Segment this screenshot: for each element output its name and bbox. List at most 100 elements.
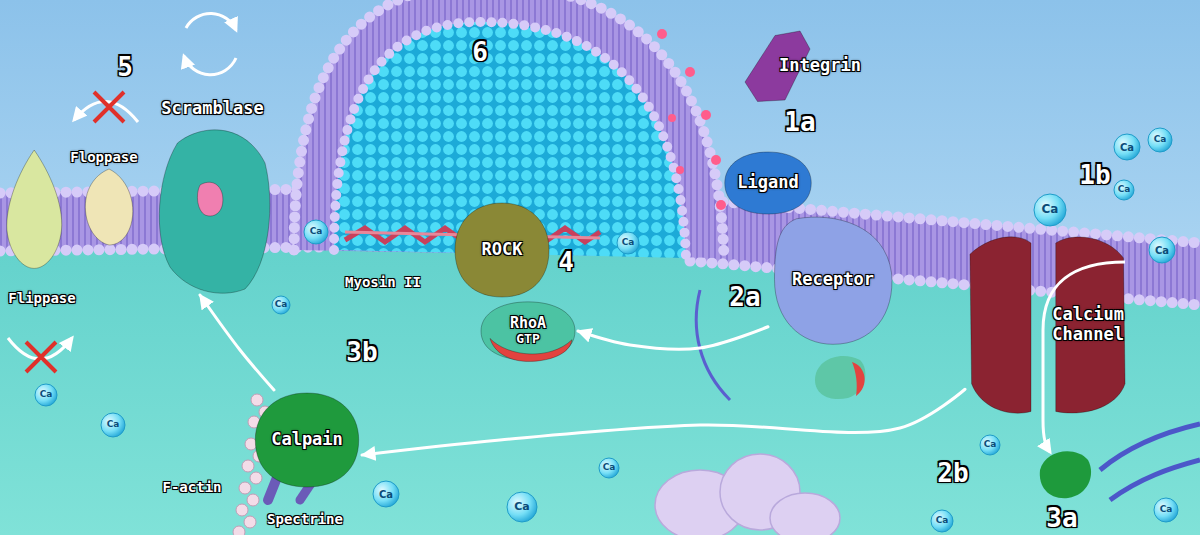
node-label: Floppase (70, 149, 137, 165)
calcium-ion (931, 510, 953, 532)
ion-label: Ca (40, 390, 53, 400)
node-label: Calpain (271, 430, 343, 450)
actin-bead (242, 460, 254, 472)
lipid-head (711, 155, 721, 165)
label-holder: Ca (984, 440, 997, 450)
label-holder: 3b (346, 338, 377, 367)
vesicles (655, 454, 840, 535)
protein-shape (3, 150, 81, 310)
calcium-ion (373, 481, 399, 507)
cycle-arrow (184, 56, 236, 75)
protein-outline (159, 130, 270, 293)
node-label: Integrin (779, 56, 861, 76)
node-label: Scramblase (161, 99, 263, 119)
protein-outline (7, 150, 62, 268)
label-holder: Ca (1118, 185, 1131, 195)
ion-label: Ca (275, 300, 288, 310)
calcium-ion (599, 458, 619, 478)
actin-bead (233, 526, 245, 535)
ion-label: Ca (1160, 505, 1173, 515)
ion-label: Ca (603, 463, 616, 473)
part-label: F-actin (162, 480, 221, 495)
actin-bead (236, 504, 248, 516)
callout-number: 3a (1046, 504, 1077, 533)
calcium-channel: Calcium Channel (965, 232, 1130, 417)
node-label: GTP (516, 332, 539, 347)
protein-outline (725, 152, 811, 214)
flippase-protein: Flippase (3, 150, 81, 310)
vesicle (770, 493, 840, 535)
calcium-ion (1154, 498, 1178, 522)
g-protein-gtp (852, 362, 865, 396)
node-label: RhoA (510, 315, 546, 332)
label-holder: Myosin II (345, 275, 421, 290)
label-holder: Spectrine (267, 512, 343, 527)
ion-label: Ca (1155, 245, 1169, 256)
label-holder: 1b (1079, 161, 1110, 190)
lipid-head (668, 114, 676, 122)
ion-label: Ca (984, 440, 997, 450)
calcium-ion (272, 296, 290, 314)
ion-label: Ca (1154, 135, 1167, 145)
protein-outline (970, 237, 1031, 413)
ion-label: Ca (936, 516, 949, 526)
calcium-ion (617, 232, 639, 254)
lipid-head (701, 110, 711, 120)
label-holder: Ca (1155, 245, 1169, 256)
ion-label: Ca (1042, 203, 1059, 216)
actin-bead (247, 494, 259, 506)
ion-label: Ca (379, 489, 393, 500)
callout-number: 4 (558, 248, 574, 277)
actin-bead (250, 472, 262, 484)
actin-bead (251, 394, 263, 406)
actin-bead (244, 516, 256, 528)
ion-label: Ca (1120, 142, 1134, 153)
callout-number: 5 (117, 53, 133, 82)
label-holder: Ca (275, 300, 288, 310)
callout-number: 6 (472, 38, 488, 67)
label-holder: Ca (603, 463, 616, 473)
rock-kinase: ROCK (452, 200, 552, 300)
calcium-ion (35, 384, 57, 406)
label-holder: Ca (310, 227, 323, 237)
label-holder: Ca (514, 501, 530, 513)
ion-label: Ca (107, 420, 120, 430)
node-label: Receptor (792, 270, 874, 290)
node-label: Calcium Channel (1042, 305, 1124, 344)
callout-number: 2a (729, 283, 760, 312)
ion-label: Ca (1118, 185, 1131, 195)
label-holder: 6 (472, 38, 488, 67)
activation-arrow (200, 295, 274, 390)
pink-lipid-heads (657, 29, 726, 210)
calcium-ion (507, 492, 537, 522)
label-holder: Ca (1120, 142, 1134, 153)
calpain-protein: Calpain (252, 390, 362, 490)
label-holder: 5 (117, 53, 133, 82)
calcium-ion (1149, 237, 1175, 263)
callout-number: 2b (937, 459, 968, 488)
label-holder: 4 (558, 248, 574, 277)
cable (1110, 460, 1200, 500)
scramblase-protein: Scramblase (150, 95, 275, 295)
label-holder: 2b (937, 459, 968, 488)
lipid-head (676, 166, 684, 174)
ion-label: Ca (514, 501, 530, 513)
protein-outline (775, 217, 892, 344)
node-label: ROCK (482, 240, 523, 260)
node-label: Ligand (737, 173, 798, 193)
influx-arrow (1043, 262, 1125, 452)
part-label: Spectrine (267, 512, 343, 527)
callout-number: 3b (346, 338, 377, 367)
label-holder: Ca (936, 516, 949, 526)
label-holder: Ca (40, 390, 53, 400)
label-holder: Ca (107, 420, 120, 430)
label-holder: 3a (1046, 504, 1077, 533)
callout-number: 1a (784, 108, 815, 137)
calcium-ion (1148, 128, 1172, 152)
activation-arrow (578, 327, 768, 350)
calcium-ion (304, 220, 328, 244)
g-protein (815, 356, 865, 399)
